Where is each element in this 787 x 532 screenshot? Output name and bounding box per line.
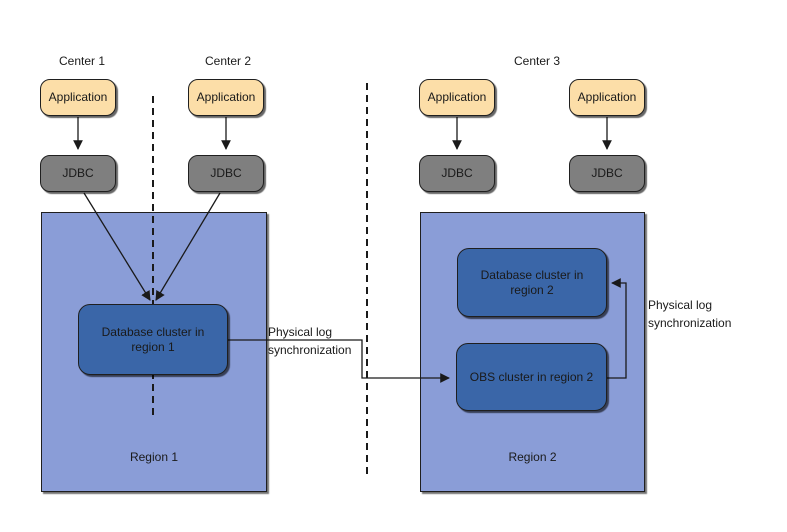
sync-label-2-line2: synchronization <box>648 316 732 330</box>
application-box-4: Application <box>569 79 645 116</box>
jdbc-box-3: JDBC <box>419 155 495 192</box>
arrow-jdbc2-to-db-cluster-1 <box>155 192 221 301</box>
obs-cluster-region2-box: OBS cluster in region 2 <box>456 343 607 411</box>
jdbc-box-2: JDBC <box>188 155 264 192</box>
region-2-label: Region 2 <box>508 450 557 464</box>
jdbc-box-4: JDBC <box>569 155 645 192</box>
region-1-label: Region 1 <box>129 450 179 464</box>
connector-obs-cluster2-to-db-cluster2 <box>607 278 627 379</box>
db-cluster-region1-box: Database cluster in region 1 <box>78 304 228 375</box>
center-2-label: Center 2 <box>204 54 252 68</box>
sync-label-2: Physical log synchronization <box>648 296 748 332</box>
db-cluster-region2-box: Database cluster in region 2 <box>457 248 607 317</box>
application-box-2: Application <box>188 79 264 116</box>
center-1-label: Center 1 <box>58 54 106 68</box>
sync-label-1-line2: synchronization <box>268 343 352 357</box>
jdbc-box-1: JDBC <box>40 155 116 192</box>
sync-label-1: Physical log synchronization <box>268 323 368 359</box>
center-3-label: Center 3 <box>513 54 561 68</box>
application-box-1: Application <box>40 79 116 116</box>
sync-label-2-line1: Physical log <box>648 298 713 312</box>
arrow-jdbc1-to-db-cluster-1 <box>83 192 151 301</box>
application-box-3: Application <box>419 79 495 116</box>
connector-db-cluster1-to-obs-cluster2 <box>228 339 450 383</box>
sync-label-1-line1: Physical log <box>268 325 333 339</box>
